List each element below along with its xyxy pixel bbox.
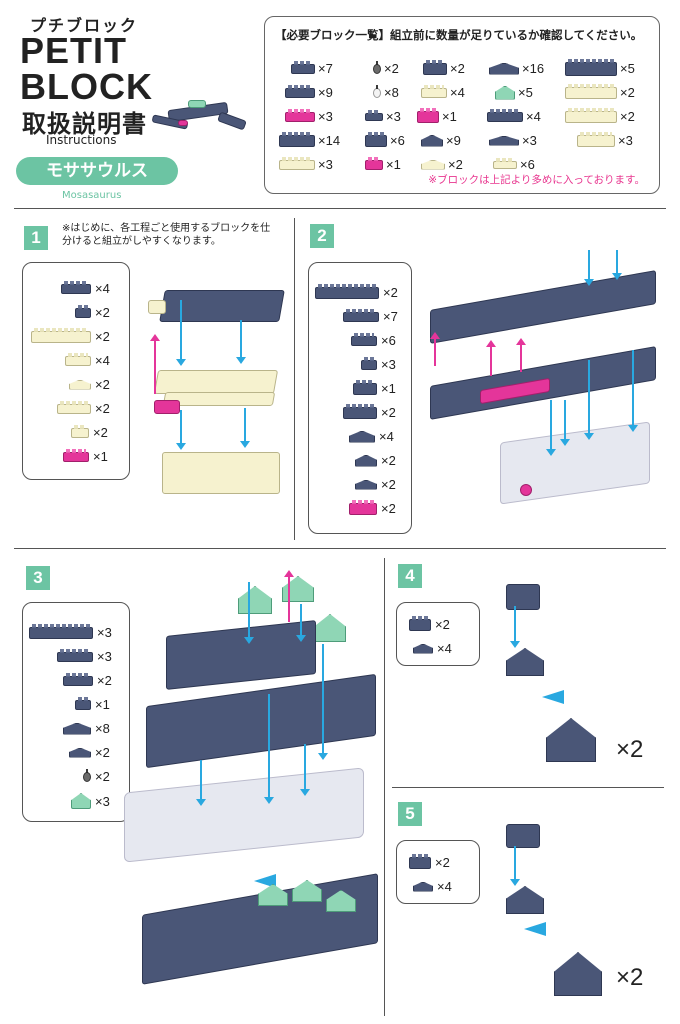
- step-part-row: ×1: [75, 696, 110, 712]
- step-part-row: ×2: [315, 283, 398, 300]
- manual-subtitle: Instructions: [46, 133, 117, 147]
- step-2-illustration: [420, 250, 666, 520]
- section-divider: [14, 548, 666, 549]
- step-part-row: ×1: [353, 379, 396, 396]
- step-part-row: ×2: [75, 304, 110, 320]
- part-item: ×4: [421, 84, 465, 100]
- parts-list-note: ※ブロックは上記より多めに入っております。: [428, 174, 645, 186]
- step-1-note: ※はじめに、各工程ごと使用するブロックを仕分けると組立がしやすくなります。: [62, 223, 271, 247]
- model-preview-image: [148, 96, 248, 140]
- manual-title: 取扱説明書: [22, 110, 147, 138]
- part-item: ×3: [365, 109, 401, 124]
- model-name-badge: モササウルス: [16, 157, 178, 185]
- step-part-row: ×4: [413, 641, 452, 656]
- step-number-5: 5: [398, 802, 422, 826]
- column-divider: [294, 218, 295, 540]
- step-1-illustration: [140, 280, 288, 512]
- part-item: ×14: [279, 131, 340, 148]
- section-divider: [392, 787, 664, 788]
- step-part-row: ×2: [63, 672, 112, 688]
- step-part-row: ×2: [409, 615, 450, 632]
- step-part-row: ×2: [355, 477, 396, 492]
- step-4-parts-box: ×2 ×4: [396, 602, 480, 666]
- part-item: ×9: [285, 84, 333, 100]
- part-item: ×2: [565, 83, 635, 100]
- step-number-3: 3: [26, 566, 50, 590]
- step-part-row: ×3: [57, 648, 112, 664]
- step-part-row: ×2: [343, 403, 396, 420]
- part-item: ×6: [493, 157, 535, 172]
- step-part-row: ×2: [349, 499, 396, 516]
- step-4-illustration: [492, 574, 612, 774]
- logo-petit: PETIT: [20, 30, 128, 71]
- step-part-row: ×2: [409, 853, 450, 870]
- step-part-row: ×8: [63, 721, 110, 736]
- part-item: ×5: [565, 58, 635, 76]
- step-4-multiplier: ×2: [616, 736, 644, 763]
- section-divider: [14, 208, 666, 209]
- step-part-row: ×2: [355, 453, 396, 468]
- step-part-row: ×2: [83, 768, 110, 784]
- step-number-1: 1: [24, 226, 48, 250]
- brand-kana: プチブロック: [30, 16, 139, 35]
- step-part-row: ×2: [69, 745, 110, 760]
- model-name-en: Mosasaurus: [62, 190, 122, 201]
- step-part-row: ×3: [71, 793, 110, 809]
- part-item: ×1: [365, 156, 401, 172]
- step-part-row: ×4: [61, 280, 110, 296]
- step-part-row: ×4: [65, 352, 110, 368]
- part-item: ×5: [495, 85, 533, 100]
- part-item: ×1: [417, 107, 457, 124]
- step-5-illustration: [496, 812, 616, 1012]
- step-part-row: ×7: [343, 308, 398, 324]
- step-part-row: ×2: [57, 400, 110, 416]
- part-item: ×2: [421, 157, 463, 172]
- step-number-2: 2: [310, 224, 334, 248]
- part-item: ×3: [285, 108, 333, 124]
- part-item: ×6: [365, 131, 405, 148]
- step-1-parts-box: ×4 ×2 ×2 ×4 ×2 ×2 ×2 ×1: [22, 262, 130, 480]
- step-part-row: ×1: [63, 448, 108, 464]
- parts-list-panel: 【必要ブロック一覧】組立前に数量が足りているか確認してください。 ×7 ×2 ×…: [264, 16, 660, 194]
- step-part-row: ×6: [351, 332, 396, 348]
- step-5-parts-box: ×2 ×4: [396, 840, 480, 904]
- part-item: ×9: [421, 133, 461, 148]
- step-part-row: ×2: [69, 377, 110, 392]
- part-item: ×4: [487, 108, 541, 124]
- step-number-4: 4: [398, 564, 422, 588]
- parts-list-title: 【必要ブロック一覧】組立前に数量が足りているか確認してください。: [275, 28, 643, 42]
- part-item: ×2: [565, 107, 635, 124]
- step-part-row: ×3: [29, 623, 112, 640]
- part-item: ×3: [489, 133, 537, 148]
- part-item: ×2: [373, 60, 399, 76]
- part-item: ×16: [489, 61, 544, 76]
- step-part-row: ×4: [413, 879, 452, 894]
- logo-block: BLOCK: [20, 66, 153, 107]
- part-item: ×2: [423, 59, 465, 76]
- part-item: ×7: [291, 60, 333, 76]
- part-item: ×8: [373, 84, 399, 100]
- step-part-row: ×4: [349, 429, 394, 444]
- part-item: ×3: [279, 156, 333, 172]
- step-part-row: ×3: [361, 356, 396, 372]
- step-5-multiplier: ×2: [616, 964, 644, 991]
- step-2-parts-box: ×2 ×7 ×6 ×3 ×1 ×2 ×4 ×2 ×2 ×2: [308, 262, 412, 534]
- column-divider: [384, 558, 385, 1016]
- part-item: ×3: [577, 131, 633, 148]
- step-part-row: ×2: [71, 424, 108, 440]
- step-3-parts-box: ×3 ×3 ×2 ×1 ×8 ×2 ×2 ×3: [22, 602, 130, 822]
- step-part-row: ×2: [31, 327, 110, 344]
- step-3-illustration: [118, 570, 382, 1014]
